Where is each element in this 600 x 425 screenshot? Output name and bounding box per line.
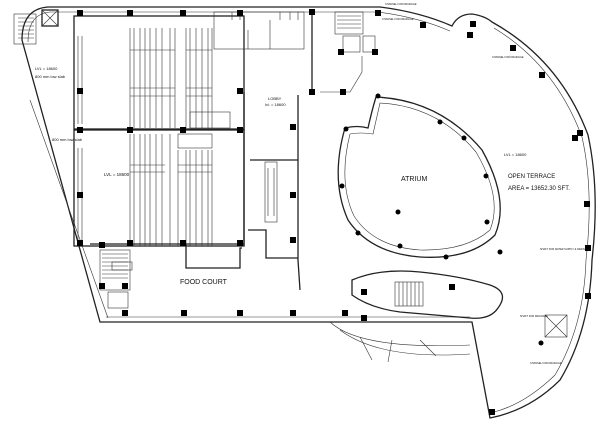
- column-square: [77, 10, 83, 16]
- column-square: [180, 127, 186, 133]
- column-round: [461, 135, 467, 141]
- column-square: [309, 89, 315, 95]
- label-terrace-area: AREA = 13652.30 SFT.: [508, 186, 570, 192]
- column-square: [237, 10, 243, 16]
- label-shaft-water: SHAFT FOR WATER SUPPLY & DRAINAGE: [540, 248, 590, 251]
- column-round: [339, 183, 345, 189]
- label-channel-1: CHANNEL FOR DRAINAGE: [385, 3, 417, 6]
- column-square: [237, 88, 243, 94]
- column-square: [237, 310, 243, 316]
- column-round: [375, 93, 381, 99]
- column-square: [237, 240, 243, 246]
- column-square: [489, 409, 495, 415]
- column-square: [585, 245, 591, 251]
- label-channel-4: CHANNEL FOR DRAINAGE: [530, 362, 562, 365]
- column-square: [77, 192, 83, 198]
- label-lobby: LOBBY: [268, 96, 282, 101]
- column-square: [361, 289, 367, 295]
- food-court-walls: [90, 243, 244, 309]
- column-square: [290, 310, 296, 316]
- column-square: [470, 21, 476, 27]
- column-round: [397, 243, 403, 249]
- column-square: [127, 127, 133, 133]
- column-round: [355, 230, 361, 236]
- outer-wall: [21, 6, 596, 419]
- column-square: [180, 10, 186, 16]
- column-square: [340, 89, 346, 95]
- column-square: [572, 135, 578, 141]
- column-square: [420, 22, 426, 28]
- label-channel-2: CHANNEL FOR DRAINAGE: [382, 18, 414, 21]
- label-channel-3: CHANNEL FOR DRAINAGE: [492, 56, 524, 59]
- label-lobby-lvl: lvl. = 18600: [265, 102, 286, 107]
- outer-wall-inner-line: [27, 11, 590, 413]
- column-square: [77, 88, 83, 94]
- column-square: [77, 127, 83, 133]
- column-square: [99, 283, 105, 289]
- column-square: [338, 49, 344, 55]
- column-square: [342, 310, 348, 316]
- column-round: [437, 119, 443, 125]
- column-square: [290, 237, 296, 243]
- column-square: [122, 283, 128, 289]
- column-square: [361, 315, 367, 321]
- label-food-court: FOOD COURT: [180, 279, 228, 286]
- column-square: [449, 284, 455, 290]
- column-round: [483, 173, 489, 179]
- column-square: [577, 130, 583, 136]
- column-square: [290, 192, 296, 198]
- column-round: [497, 249, 503, 255]
- column-round: [443, 254, 449, 260]
- column-square: [585, 293, 591, 299]
- column-square: [127, 240, 133, 246]
- label-atrium: ATRIUM: [401, 176, 427, 183]
- column-round: [538, 340, 544, 346]
- column-square: [77, 240, 83, 246]
- spiral-ramp: [329, 321, 471, 363]
- stair-top-left: [13, 9, 59, 45]
- label-slab-left-top: 800 mm low slab: [35, 74, 66, 79]
- stair-bridge: [394, 281, 424, 307]
- column-square: [237, 127, 243, 133]
- left-facade: [29, 99, 109, 319]
- label-lvl-left-top: LVL = 18600: [35, 66, 58, 71]
- label-open-terrace: OPEN TERRACE: [508, 174, 555, 180]
- columns: [77, 9, 591, 415]
- toilet-block: [213, 11, 305, 50]
- column-round: [343, 126, 349, 132]
- core-top: [320, 11, 376, 93]
- column-square: [375, 10, 381, 16]
- column-square: [539, 72, 545, 78]
- column-round: [484, 219, 490, 225]
- seating-halls: [73, 15, 245, 247]
- column-square: [122, 310, 128, 316]
- column-square: [372, 49, 378, 55]
- column-square: [290, 124, 296, 130]
- column-square: [467, 32, 473, 38]
- label-lvl-left-mid: LVL = 18600: [104, 172, 130, 177]
- column-round: [395, 209, 401, 215]
- column-square: [99, 242, 105, 248]
- column-square: [309, 9, 315, 15]
- escalator: [264, 161, 278, 223]
- column-square: [180, 240, 186, 246]
- atrium-void: [337, 96, 501, 258]
- column-square: [584, 201, 590, 207]
- column-square: [181, 310, 187, 316]
- bridge: [351, 270, 504, 319]
- label-lvl-terrace: LVL = 18600: [504, 152, 527, 157]
- label-slab-left-mid: 800 mm low slab: [52, 137, 83, 142]
- column-square: [510, 45, 516, 51]
- label-shaft-drainage: SHAFT FOR DRAINAGE: [520, 315, 548, 318]
- lobby-walls: [243, 12, 313, 291]
- column-square: [127, 10, 133, 16]
